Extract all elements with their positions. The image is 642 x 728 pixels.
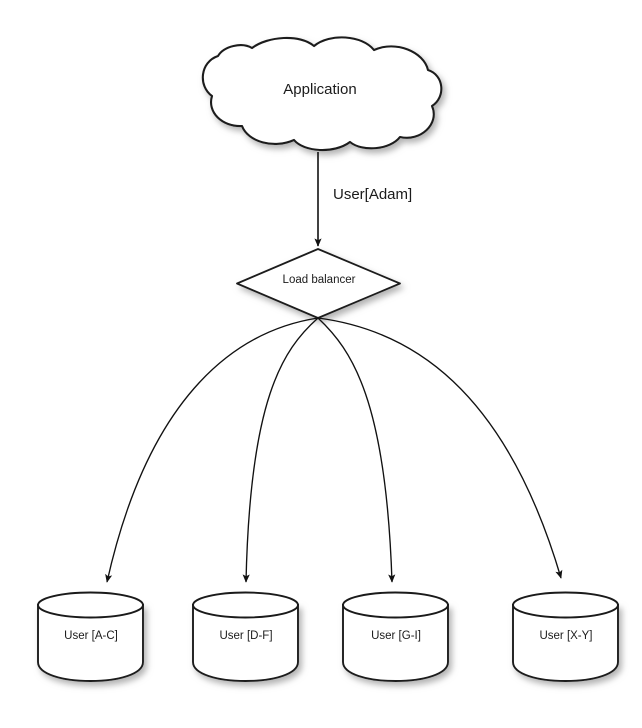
node-load-balancer-diamond[interactable] [236, 248, 401, 319]
edge-loadbalancer-to-db-x-y [317, 317, 563, 579]
node-database-a-c[interactable] [37, 591, 144, 682]
node-database-g-i[interactable] [342, 591, 449, 682]
edge-loadbalancer-to-db-a-c [105, 317, 319, 583]
edge-loadbalancer-to-db-g-i [317, 317, 396, 583]
node-database-d-f[interactable] [192, 591, 299, 682]
edge-loadbalancer-to-db-d-f [242, 317, 319, 583]
node-application-cloud[interactable] [201, 36, 443, 152]
node-database-x-y[interactable] [512, 591, 619, 682]
